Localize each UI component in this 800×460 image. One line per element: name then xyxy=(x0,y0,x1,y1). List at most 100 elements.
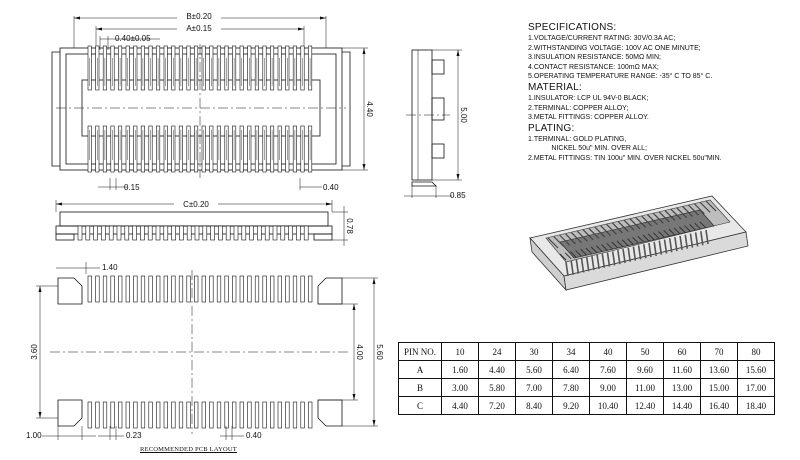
iso-terminal-front xyxy=(585,257,590,272)
iso-terminal-row xyxy=(547,237,559,249)
pcb-pad-bottom xyxy=(254,401,260,429)
pcb-pad-top xyxy=(186,275,191,303)
spec-line: 1.VOLTAGE/CURRENT RATING: 30V/0.3A AC; xyxy=(528,35,676,42)
pcb-layout: 1.40 3.60 4.00 5.60 1.00 xyxy=(26,262,384,440)
pin-table-cell: 15.00 xyxy=(700,378,738,397)
pcb-pad-top xyxy=(148,275,153,303)
pin-table-cell: 50 xyxy=(626,342,664,361)
pcb-pad-top xyxy=(224,275,229,303)
pcb-pad-bottom xyxy=(171,401,176,429)
spec-line: 4.CONTACT RESISTANCE: 100mΩ MAX; xyxy=(528,63,659,71)
dim-pad-width: 0.15 xyxy=(124,183,140,192)
spec-heading: PLATING: xyxy=(528,122,575,134)
pcb-pad-bottom xyxy=(209,401,214,429)
pin-table-row-label: B xyxy=(398,378,442,397)
pin-table-row-label: PIN NO. xyxy=(398,342,442,361)
front-terminal xyxy=(257,225,262,241)
dim-b: B±0.20 xyxy=(186,12,212,21)
pcb-pad-bottom xyxy=(118,401,123,429)
spec-line: 5.OPERATING TEMPERATURE RANGE: -35° C TO… xyxy=(528,73,713,81)
pcb-pad-bottom xyxy=(239,401,244,429)
iso-terminal-front xyxy=(622,248,626,264)
iso-terminal-front xyxy=(694,232,699,247)
iso-terminal-row xyxy=(676,207,688,219)
top-view: B±0.20 A±0.15 0.40±0.05 4.40 xyxy=(51,11,374,192)
pin-table-cell: 24 xyxy=(478,342,516,361)
pin-table-cell: 14.40 xyxy=(663,396,701,415)
pcb-pad-top xyxy=(300,275,305,303)
pcb-pad-bottom xyxy=(110,401,115,429)
pcb-pad-top xyxy=(270,275,275,303)
pcb-pad-bottom xyxy=(247,401,252,429)
pcb-pad-bottom xyxy=(262,401,267,429)
pcb-pad-bottom xyxy=(201,401,206,429)
pin-table-row-label: C xyxy=(398,396,442,415)
iso-terminal-front xyxy=(570,260,574,275)
iso-terminal-row xyxy=(623,219,635,231)
front-terminal xyxy=(77,225,83,241)
iso-terminal-row xyxy=(565,233,576,245)
pcb-pad-bottom xyxy=(292,401,298,429)
pcb-pad-top xyxy=(292,275,298,303)
pin-table-cell: 9.60 xyxy=(626,360,664,379)
iso-terminal-front xyxy=(663,239,668,254)
front-terminal xyxy=(249,225,254,241)
pcb-pad-top xyxy=(194,275,199,303)
iso-terminal-front xyxy=(617,250,621,265)
front-terminal xyxy=(210,225,215,241)
iso-terminal-row xyxy=(617,221,629,232)
dim-a: A±0.15 xyxy=(186,24,212,33)
pcb-pad-top xyxy=(118,275,123,303)
iso-terminal-front xyxy=(637,245,642,260)
pcb-pad-top xyxy=(209,275,214,303)
dim-pcb-040: 0.40 xyxy=(246,431,262,440)
iso-terminal-front xyxy=(658,240,663,255)
dim-pcb-100: 1.00 xyxy=(26,431,42,440)
pin-table-cell: 80 xyxy=(737,342,775,361)
pcb-pad-bottom xyxy=(224,401,229,429)
pin-table-cell: 7.00 xyxy=(515,378,553,397)
pcb-pad-top xyxy=(95,275,100,303)
iso-terminal-row xyxy=(658,211,670,223)
pin-table-cell: 60 xyxy=(663,342,701,361)
iso-terminal-row xyxy=(629,218,641,230)
pin-table-cell: 7.60 xyxy=(589,360,627,379)
pin-table-cell: 30 xyxy=(515,342,553,361)
pcb-pad-bottom xyxy=(156,401,161,429)
pin-table-cell: 4.40 xyxy=(441,396,479,415)
iso-terminal-row xyxy=(682,206,694,217)
iso-terminal-front xyxy=(668,238,673,253)
pin-table-cell: 12.40 xyxy=(626,396,664,415)
iso-terminal-front xyxy=(632,246,637,261)
pcb-pad-bottom xyxy=(300,401,305,429)
pcb-pad-bottom xyxy=(95,401,100,429)
pcb-pad-top xyxy=(277,275,282,303)
iso-terminal-row xyxy=(594,226,606,238)
pcb-pad-top xyxy=(254,275,260,303)
pcb-pad-bottom xyxy=(277,401,282,429)
pcb-pad-top xyxy=(163,275,168,303)
spec-line: 3.INSULATION RESISTANCE: 50MΩ MIN; xyxy=(528,54,661,62)
pcb-pad-top xyxy=(178,275,184,303)
pin-table-cell: 15.60 xyxy=(737,360,775,379)
spec-line: 2.METAL FITTINGS: TIN 100u" MIN. OVER NI… xyxy=(528,154,722,162)
front-terminal xyxy=(116,225,122,241)
dim-side-offset: 0.85 xyxy=(450,191,466,200)
pin-table-cell: 5.60 xyxy=(515,360,553,379)
front-terminal xyxy=(280,225,286,241)
dim-pcb-400: 4.00 xyxy=(355,344,364,360)
iso-terminal-front xyxy=(679,235,683,251)
pcb-pad-bottom xyxy=(140,401,146,429)
dim-pcb-140: 1.40 xyxy=(102,263,118,272)
iso-terminal-front xyxy=(705,229,709,245)
pin-table-cell: 13.00 xyxy=(663,378,701,397)
pin-table-cell: 70 xyxy=(700,342,738,361)
pcb-pad-bottom xyxy=(133,401,138,429)
spec-line: 3.METAL FITTINGS: COPPER ALLOY. xyxy=(528,114,649,122)
pin-table-cell: 10 xyxy=(441,342,479,361)
dim-c: C±0.20 xyxy=(183,200,209,209)
pcb-layout-title: RECOMMENDED PCB LAYOUT xyxy=(140,446,237,453)
pin-table-cell: 4.40 xyxy=(478,360,516,379)
